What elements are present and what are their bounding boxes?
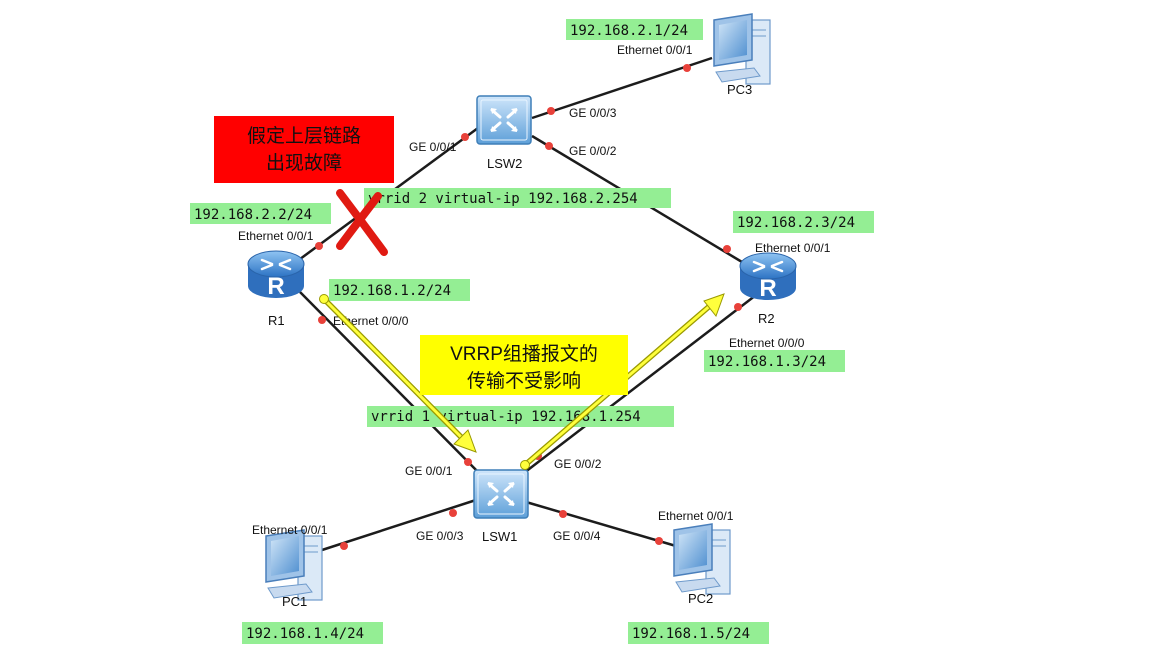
- vrrp-vrid2: vrrid 2 virtual-ip 192.168.2.254: [364, 188, 671, 208]
- router-r1[interactable]: R R1: [247, 250, 305, 328]
- ip-r2-down: 192.168.1.3/24: [708, 354, 826, 370]
- port-label-lsw2-ge3: GE 0/0/3: [569, 106, 617, 120]
- router-icon: R: [247, 250, 305, 300]
- port-label-lsw2-ge1: GE 0/0/1: [409, 140, 457, 154]
- port-label-pc2-eth: Ethernet 0/0/1: [658, 509, 734, 523]
- port-dot: [723, 245, 731, 253]
- r1-label: R1: [268, 313, 285, 328]
- switch-lsw2[interactable]: LSW2: [476, 95, 532, 171]
- port-label-r2-eth1: Ethernet 0/0/1: [755, 241, 831, 255]
- fault-callout: 假定上层链路 出现故障: [214, 116, 394, 183]
- port-label-pc1-eth: Ethernet 0/0/1: [252, 523, 328, 537]
- ip-r1-down: 192.168.1.2/24: [333, 283, 451, 299]
- port-dot: [655, 537, 663, 545]
- pc2-label: PC2: [688, 591, 713, 606]
- ip-pc3: 192.168.2.1/24: [570, 23, 688, 39]
- vrid2-label: vrrid 2 virtual-ip 192.168.2.254: [368, 191, 638, 207]
- fault-callout-line1: 假定上层链路: [247, 125, 361, 147]
- lsw2-label: LSW2: [487, 156, 522, 171]
- port-dot: [461, 133, 469, 141]
- vrrp-callout: VRRP组播报文的 传输不受影响: [420, 335, 628, 395]
- ip-pc1: 192.168.1.4/24: [246, 626, 364, 642]
- cross-icon: [336, 189, 388, 256]
- port-label-lsw1-ge2: GE 0/0/2: [554, 457, 602, 471]
- port-label-pc3-eth: Ethernet 0/0/1: [617, 43, 693, 57]
- pc1-label: PC1: [282, 594, 307, 609]
- port-dot: [340, 542, 348, 550]
- r2-label: R2: [758, 311, 775, 326]
- link-pc3-lsw2: [531, 56, 713, 120]
- port-dot: [449, 509, 457, 517]
- svg-text:R: R: [267, 273, 284, 300]
- port-label-lsw2-ge2: GE 0/0/2: [569, 144, 617, 158]
- svg-text:R: R: [759, 275, 776, 302]
- link-r1-lsw1: [299, 291, 485, 479]
- pc-pc1[interactable]: PC1: [265, 529, 323, 609]
- pc-icon: [673, 523, 731, 595]
- pc-pc3[interactable]: PC3: [713, 13, 771, 97]
- port-dot: [734, 303, 742, 311]
- fault-callout-line2: 出现故障: [266, 152, 342, 174]
- port-dot: [683, 64, 691, 72]
- vrrp-callout-line1: VRRP组播报文的: [450, 343, 598, 365]
- port-dot: [547, 107, 555, 115]
- switch-icon: [473, 469, 529, 519]
- router-icon: R: [739, 252, 797, 302]
- pc3-label: PC3: [727, 82, 752, 97]
- port-label-r2-eth0: Ethernet 0/0/0: [729, 336, 805, 350]
- port-dot: [545, 142, 553, 150]
- port-label-lsw1-ge1: GE 0/0/1: [405, 464, 453, 478]
- port-label-lsw1-ge3: GE 0/0/3: [416, 529, 464, 543]
- pc-icon: [265, 529, 323, 601]
- link-lsw1-pc2: [525, 500, 677, 548]
- port-dot: [559, 510, 567, 518]
- ip-r2-up: 192.168.2.3/24: [737, 215, 855, 231]
- pc-icon: [713, 13, 771, 85]
- switch-lsw1[interactable]: LSW1: [473, 469, 529, 544]
- vrid1-label: vrrid 1 virtual-ip 192.168.1.254: [371, 409, 641, 425]
- port-dot: [318, 316, 326, 324]
- ip-r1-up: 192.168.2.2/24: [194, 207, 312, 223]
- vrrp-callout-line2: 传输不受影响: [467, 370, 581, 392]
- pc-pc2[interactable]: PC2: [673, 523, 731, 606]
- link-lsw1-pc1: [321, 498, 477, 552]
- ip-labels: 192.168.2.1/24 192.168.2.2/24 192.168.2.…: [190, 19, 874, 644]
- link-r2-lsw1: [519, 291, 761, 477]
- port-label-lsw1-ge4: GE 0/0/4: [553, 529, 601, 543]
- lsw1-label: LSW1: [482, 529, 517, 544]
- port-dot: [464, 458, 472, 466]
- ip-pc2: 192.168.1.5/24: [632, 626, 750, 642]
- switch-icon: [476, 95, 532, 145]
- port-dot: [315, 242, 323, 250]
- port-label-r1-eth1: Ethernet 0/0/1: [238, 229, 314, 243]
- router-r2[interactable]: R R2: [739, 252, 797, 326]
- vrrp-vrid1: vrrid 1 virtual-ip 192.168.1.254: [367, 406, 674, 427]
